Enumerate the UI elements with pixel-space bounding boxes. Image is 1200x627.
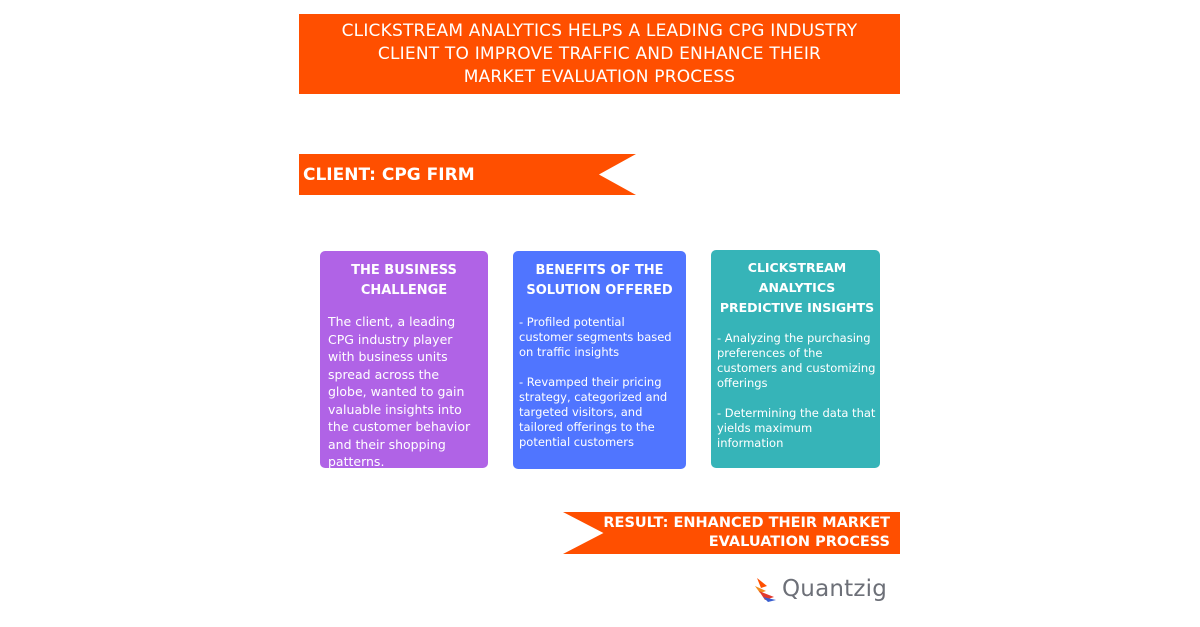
title-banner: CLICKSTREAM ANALYTICS HELPS A LEADING CP… (299, 14, 900, 94)
business-challenge-text: The client, a leading CPG industry playe… (328, 314, 471, 469)
logo-text: Quantzig (782, 576, 888, 602)
quantzig-logo: Quantzig (754, 574, 887, 604)
client-label: CLIENT: CPG FIRM (303, 164, 475, 185)
benefits-point: - Profiled potential customer segments b… (519, 315, 672, 359)
page-title: CLICKSTREAM ANALYTICS HELPS A LEADING CP… (341, 20, 858, 87)
insights-point: - Determining the data that yields maxim… (717, 406, 876, 450)
benefits-card: BENEFITS OF THE SOLUTION OFFERED - Profi… (513, 251, 686, 469)
client-banner: CLIENT: CPG FIRM (299, 154, 636, 195)
business-challenge-title: THE BUSINESS CHALLENGE (351, 263, 457, 298)
predictive-insights-title: CLICKSTREAM ANALYTICS PREDICTIVE INSIGHT… (719, 260, 875, 315)
predictive-insights-card: CLICKSTREAM ANALYTICS PREDICTIVE INSIGHT… (711, 250, 880, 468)
benefits-title: BENEFITS OF THE SOLUTION OFFERED (526, 263, 673, 298)
quantzig-logo-icon (755, 578, 776, 602)
result-label: RESULT: ENHANCED THEIR MARKET EVALUATION… (603, 515, 890, 550)
business-challenge-card: THE BUSINESS CHALLENGE The client, a lea… (320, 251, 488, 469)
insights-point: - Analyzing the purchasing preferences o… (717, 331, 876, 390)
benefits-point: - Revamped their pricing strategy, categ… (519, 375, 668, 449)
result-banner: RESULT: ENHANCED THEIR MARKET EVALUATION… (563, 512, 900, 554)
